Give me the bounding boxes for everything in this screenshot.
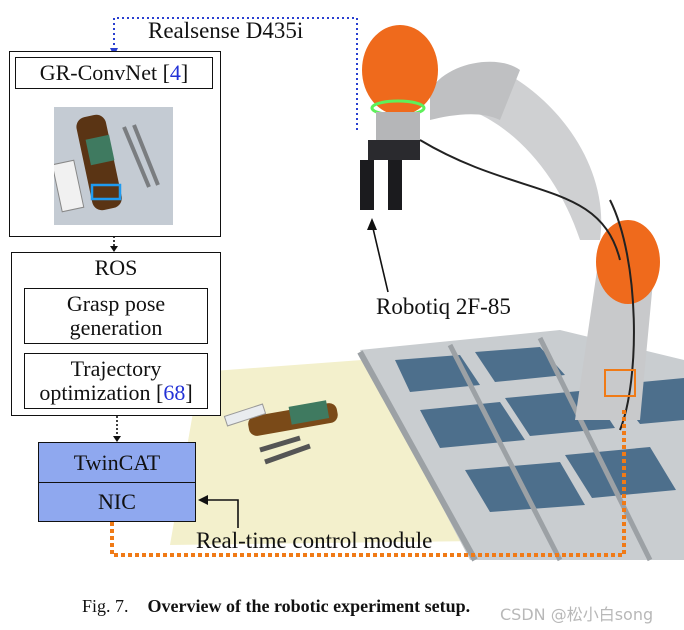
camera-link-line — [113, 17, 358, 130]
camera-label: Realsense D435i — [148, 18, 304, 43]
gripper-label: Robotiq 2F-85 — [376, 294, 511, 319]
gripper-pointer-line — [371, 223, 389, 293]
grconvnet-ref: 4 — [169, 60, 181, 85]
nic-label: NIC — [98, 489, 136, 514]
ros-title: ROS — [94, 255, 138, 280]
watermark: CSDN @松小白song — [500, 605, 654, 624]
grconvnet-box: GR-ConvNet [4] — [15, 57, 213, 89]
table-objects — [223, 400, 338, 465]
trajectory-line1: Trajectory — [70, 356, 162, 381]
nic-box: NIC — [38, 482, 196, 522]
twincat-label: TwinCAT — [73, 450, 161, 475]
caption-title: Overview of the robotic experiment setup… — [147, 596, 471, 616]
realtime-loop-line — [110, 408, 626, 557]
grasp-pose-line2: generation — [69, 315, 163, 340]
trajectory-line2: optimization [68] — [39, 380, 193, 405]
robot-arm — [360, 25, 660, 431]
grconvnet-label: GR-ConvNet [4] — [39, 60, 189, 85]
realtime-label: Real-time control module — [196, 528, 433, 553]
gripper-pointer-head — [367, 218, 377, 230]
figure-caption: Fig. 7. Overview of the robotic experime… — [82, 596, 470, 617]
nic-interface-box — [604, 369, 636, 397]
grasp-pose-line1: Grasp pose — [66, 291, 166, 316]
twincat-box: TwinCAT — [38, 442, 196, 483]
caption-prefix: Fig. 7. — [82, 596, 129, 616]
trajectory-box: Trajectory optimization [68] — [24, 353, 208, 409]
trajectory-ref: 68 — [163, 380, 186, 405]
grasp-image — [54, 107, 173, 225]
realtime-pointer-line — [206, 499, 239, 528]
realtime-pointer-head — [198, 495, 208, 505]
grasp-pose-box: Grasp pose generation — [24, 288, 208, 344]
